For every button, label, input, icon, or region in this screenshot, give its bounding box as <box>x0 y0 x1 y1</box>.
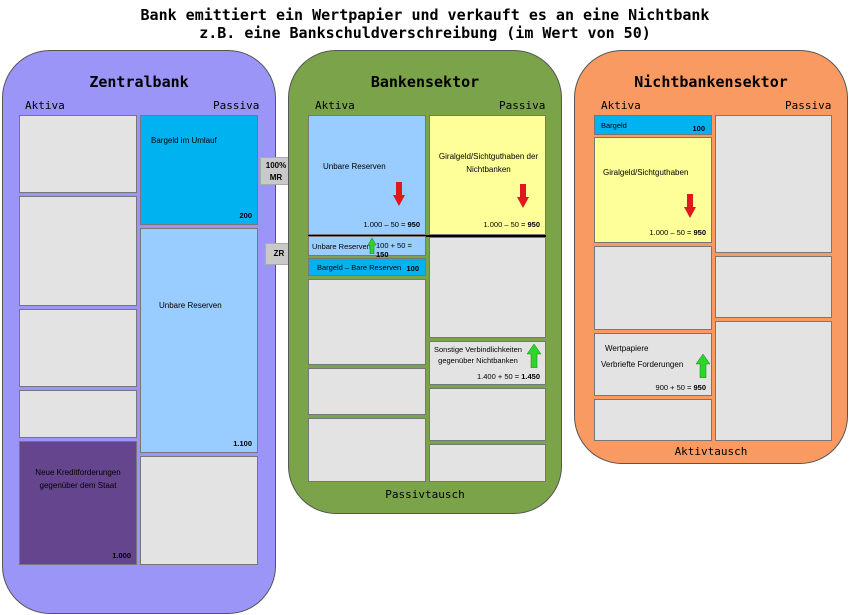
zentralbank-reserven-value: 1.100 <box>233 439 252 448</box>
nichtbanken-panel: Nichtbankensektor Aktiva Passiva Bargeld… <box>574 50 848 464</box>
nichtbanken-footer: Aktivtausch <box>674 445 748 458</box>
banken-sonstige-value: 1.400 + 50 = 1.450 <box>477 372 540 381</box>
zentralbank-title: Zentralbank <box>89 73 189 91</box>
banken-giral-down-arrow-icon <box>517 184 529 208</box>
banken-sonstige-label: Sonstige Verbindlichkeiten gegenüber Nic… <box>434 345 522 365</box>
banken-reserven-label: Unbare Reserven <box>323 162 386 171</box>
banken-giral-label: Giralgeld/Sichtguthaben der Nichtbanken <box>438 152 539 174</box>
banken-zr-reserven-label: Unbare Reserven <box>312 242 371 251</box>
nichtbanken-wp-label1: Wertpapiere <box>605 344 649 353</box>
banken-reserven-down-arrow-icon <box>393 182 405 206</box>
zentralbank-aktiva-empty-4 <box>19 390 137 438</box>
nichtbanken-wp-calc: 900 + 50 = <box>655 383 694 392</box>
zr-tag: ZR <box>265 243 293 265</box>
banken-giral-result: 950 <box>527 220 540 229</box>
banken-divider-line <box>308 235 546 237</box>
banken-aktiva-empty-1 <box>308 279 426 365</box>
nichtbanken-giral-value: 1.000 – 50 = 950 <box>649 228 706 237</box>
bankensektor-passiva-header: Passiva <box>499 99 546 112</box>
mr-tag: 100% MR <box>260 157 292 185</box>
nichtbanken-aktiva-empty-1 <box>594 246 712 330</box>
banken-giral-box: Giralgeld/Sichtguthaben der Nichtbanken … <box>429 115 546 235</box>
nichtbanken-wp-result: 950 <box>693 383 706 392</box>
zentralbank-aktiva-empty-3 <box>19 309 137 387</box>
nichtbanken-giral-box: Giralgeld/Sichtguthaben 1.000 – 50 = 950 <box>594 137 712 243</box>
banken-zr-calc: 100 + 50 = <box>376 241 412 250</box>
zentralbank-bargeld-label: Bargeld im Umlauf <box>151 136 217 145</box>
banken-reserven-result: 950 <box>407 220 420 229</box>
zentralbank-reserven-box: Unbare Reserven 1.100 <box>140 228 258 453</box>
banken-zr-up-arrow-icon <box>368 238 376 254</box>
banken-zr-value: 100 + 50 = 150 <box>376 241 425 259</box>
bankensektor-aktiva-header: Aktiva <box>315 99 355 112</box>
banken-bare-label: Bargeld – Bare Reserven <box>317 263 402 272</box>
nichtbanken-aktiva-header: Aktiva <box>601 99 641 112</box>
nichtbanken-giral-result: 950 <box>693 228 706 237</box>
nichtbanken-bargeld-value: 100 <box>692 124 705 133</box>
nichtbanken-giral-label: Giralgeld/Sichtguthaben <box>603 168 689 177</box>
banken-bare-value: 100 <box>406 264 419 273</box>
nichtbanken-wp-label2: Verbriefte Forderungen <box>601 360 684 369</box>
nichtbanken-bargeld-box: Bargeld 100 <box>594 115 712 135</box>
diagram-title-line2: z.B. eine Bankschuldverschreibung (im We… <box>199 24 651 42</box>
banken-giral-calc: 1.000 – 50 = <box>483 220 528 229</box>
zentralbank-passiva-empty <box>140 456 258 565</box>
bankensektor-panel: Bankensektor Aktiva Passiva Unbare Reser… <box>288 50 562 514</box>
nichtbanken-passiva-empty-1 <box>715 115 832 253</box>
banken-passiva-empty-3 <box>429 444 546 482</box>
nichtbanken-wp-box: Wertpapiere Verbriefte Forderungen 900 +… <box>594 333 712 396</box>
banken-sonstige-up-arrow-icon <box>527 344 541 368</box>
nichtbanken-giral-down-arrow-icon <box>684 194 696 218</box>
zentralbank-aktiva-empty-2 <box>19 196 137 306</box>
banken-bare-box: Bargeld – Bare Reserven 100 <box>308 258 426 276</box>
banken-reserven-box: Unbare Reserven 1.000 – 50 = 950 <box>308 115 426 235</box>
nichtbanken-wp-value: 900 + 50 = 950 <box>656 383 706 392</box>
nichtbanken-aktiva-empty-2 <box>594 399 712 441</box>
zentralbank-passiva-header: Passiva <box>213 99 260 112</box>
nichtbanken-wp-up-arrow-icon <box>696 354 710 378</box>
banken-sonstige-box: Sonstige Verbindlichkeiten gegenüber Nic… <box>429 341 546 385</box>
zentralbank-kredit-label: Neue Kreditforderungen gegenüber dem Sta… <box>35 468 121 490</box>
zentralbank-kredit-box: Neue Kreditforderungen gegenüber dem Sta… <box>19 441 137 565</box>
banken-passiva-empty-1 <box>429 237 546 338</box>
diagram-title-line1: Bank emittiert ein Wertpapier und verkau… <box>140 6 710 24</box>
zentralbank-aktiva-header: Aktiva <box>25 99 65 112</box>
banken-aktiva-empty-2 <box>308 368 426 415</box>
nichtbanken-giral-calc: 1.000 – 50 = <box>649 228 694 237</box>
zentralbank-reserven-label: Unbare Reserven <box>159 301 222 310</box>
nichtbanken-passiva-empty-3 <box>715 321 832 441</box>
banken-aktiva-empty-3 <box>308 418 426 482</box>
zentralbank-bargeld-value: 200 <box>239 211 252 220</box>
nichtbanken-passiva-header: Passiva <box>785 99 832 112</box>
banken-sonstige-calc: 1.400 + 50 = <box>477 372 522 381</box>
nichtbanken-passiva-empty-2 <box>715 256 832 318</box>
banken-reserven-calc: 1.000 – 50 = <box>363 220 408 229</box>
nichtbanken-title: Nichtbankensektor <box>634 73 788 91</box>
banken-passiva-empty-2 <box>429 388 546 441</box>
nichtbanken-bargeld-label: Bargeld <box>601 121 627 130</box>
bankensektor-footer: Passivtausch <box>385 488 465 501</box>
zentralbank-aktiva-empty-1 <box>19 115 137 193</box>
banken-sonstige-result: 1.450 <box>521 372 540 381</box>
banken-giral-value: 1.000 – 50 = 950 <box>483 220 540 229</box>
banken-zr-reserven-box: Unbare Reserven 100 + 50 = 150 <box>308 236 426 259</box>
banken-reserven-value: 1.000 – 50 = 950 <box>363 220 420 229</box>
banken-zr-result: 150 <box>376 250 389 259</box>
zentralbank-bargeld-box: Bargeld im Umlauf 200 <box>140 115 258 225</box>
zentralbank-panel: Zentralbank Aktiva Passiva Neue Kreditfo… <box>2 50 276 614</box>
zentralbank-kredit-value: 1.000 <box>112 551 131 560</box>
bankensektor-title: Bankensektor <box>370 73 480 91</box>
